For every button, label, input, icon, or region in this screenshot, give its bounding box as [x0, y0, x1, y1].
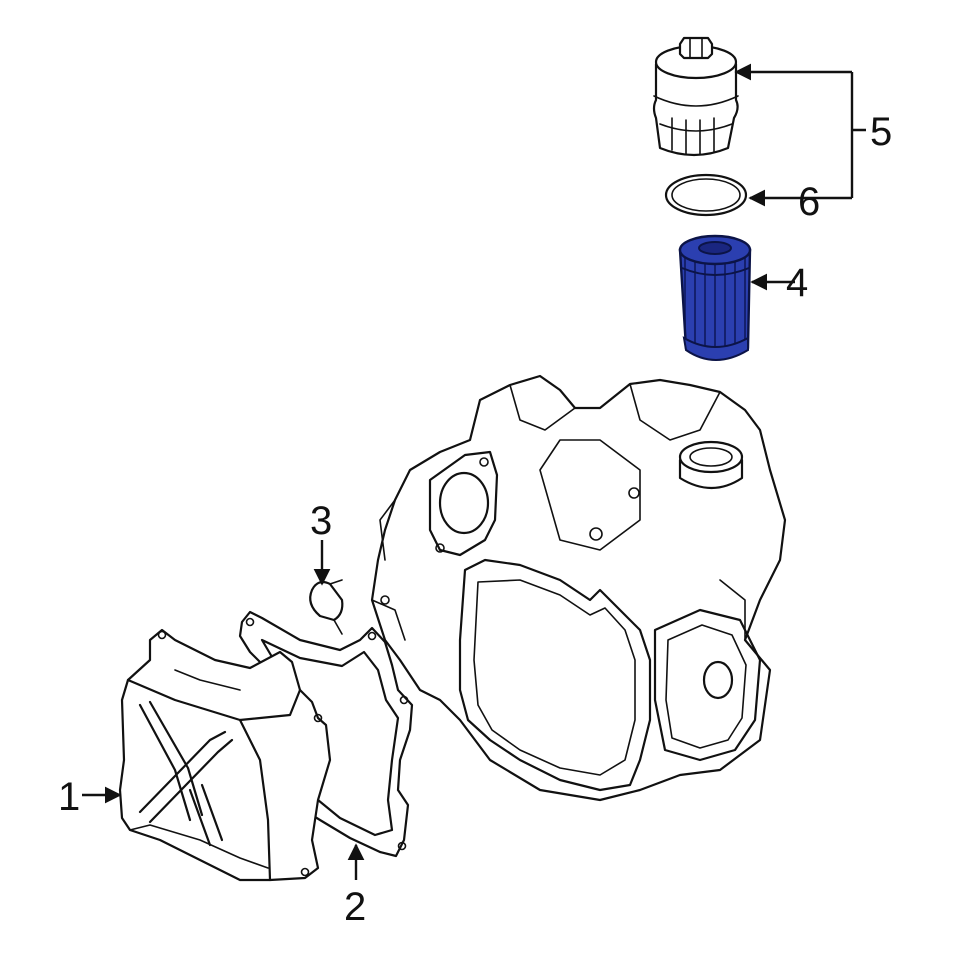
callout-1: 1: [58, 775, 80, 819]
transmission-case: [370, 374, 787, 802]
leader-lines: [82, 63, 866, 880]
callout-2: 2: [344, 885, 366, 929]
callout-5: 5: [870, 110, 892, 154]
clip: [309, 579, 344, 635]
callout-3: 3: [310, 499, 332, 543]
o-ring: [664, 173, 748, 217]
oil-filter-element: [678, 234, 752, 361]
callout-6: 6: [798, 180, 820, 224]
transmission-oil-pan: [118, 628, 332, 882]
callout-4: 4: [786, 261, 808, 305]
filter-housing-cap: [652, 36, 739, 157]
